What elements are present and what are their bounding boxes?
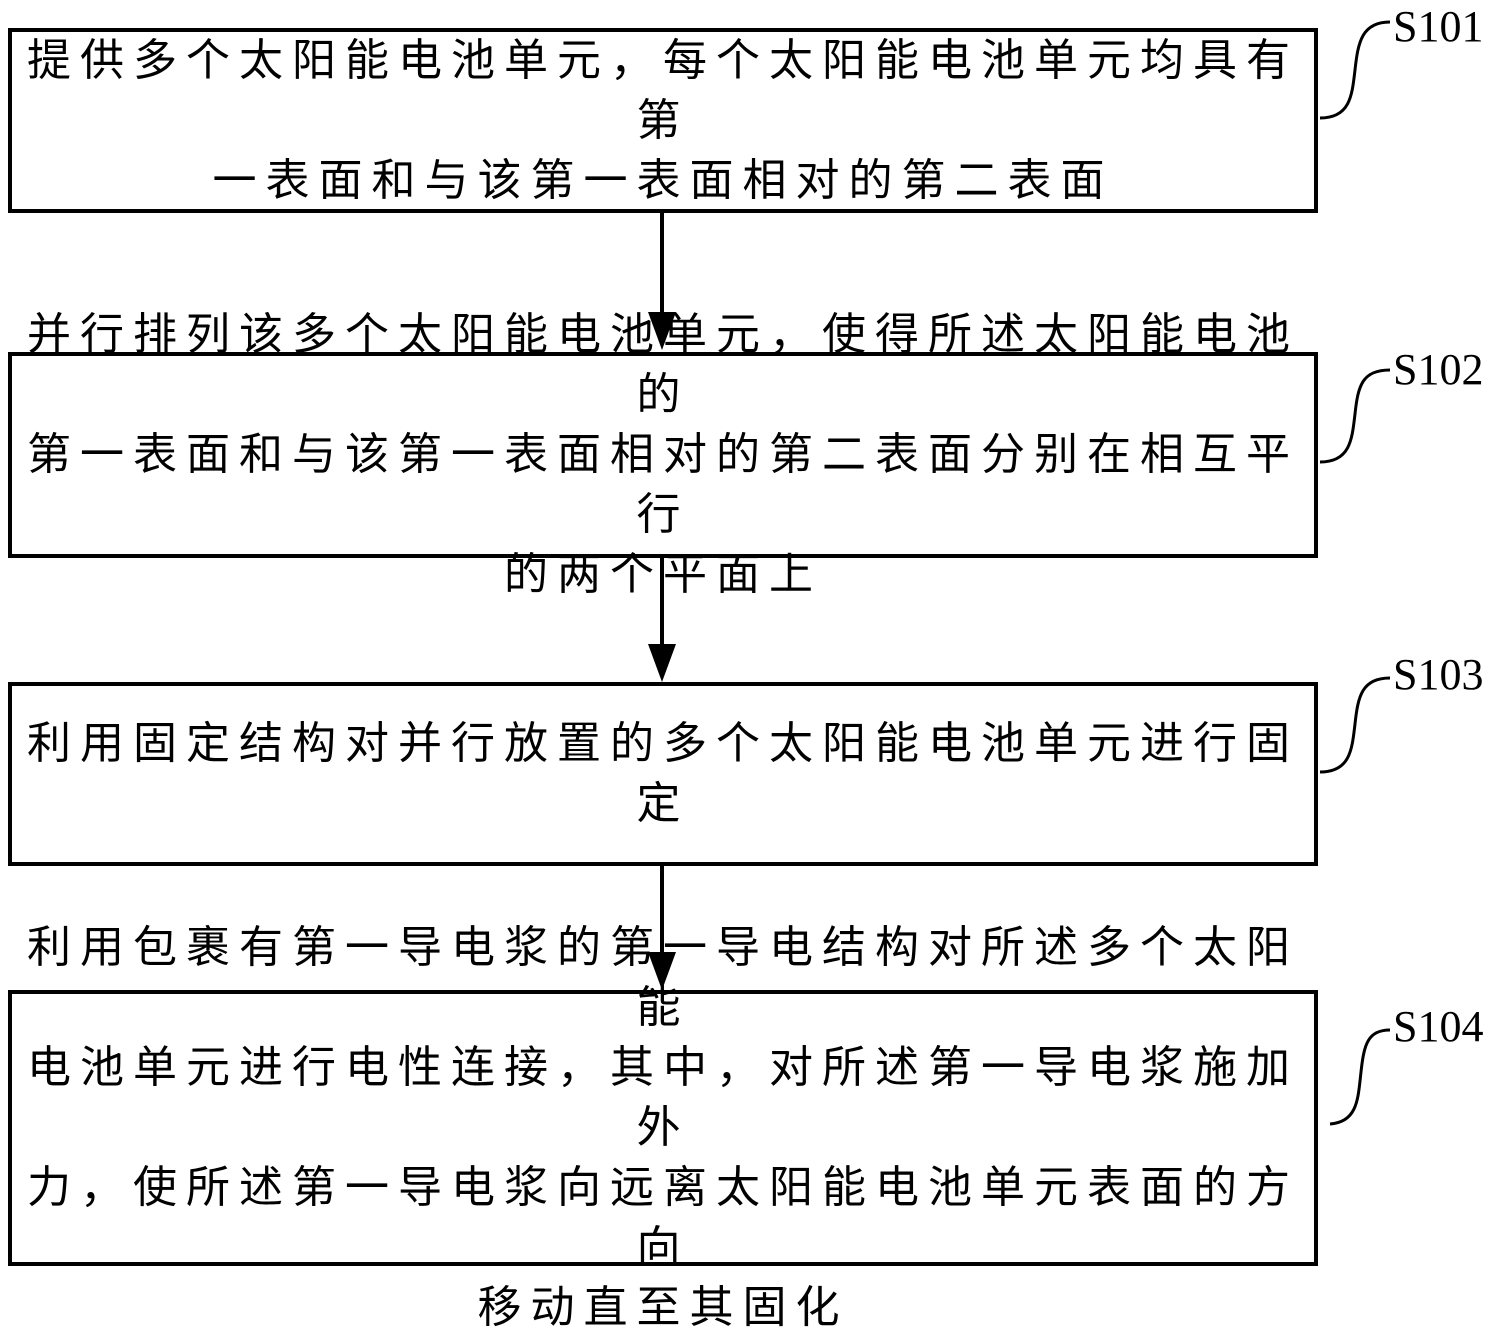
leader-line-s103 xyxy=(1320,678,1390,772)
leader-line-s104 xyxy=(1330,1030,1390,1124)
arrow-s102-to-s103 xyxy=(648,558,676,682)
arrow-s103-to-s104 xyxy=(648,866,676,990)
flowchart-page: { "steps": [ {"code": "S101", "text": "提… xyxy=(0,0,1497,1271)
leader-line-s101 xyxy=(1320,22,1390,118)
arrow-s101-to-s102 xyxy=(648,213,676,350)
leader-line-s102 xyxy=(1320,370,1390,462)
connectors-layer xyxy=(0,0,1497,1271)
